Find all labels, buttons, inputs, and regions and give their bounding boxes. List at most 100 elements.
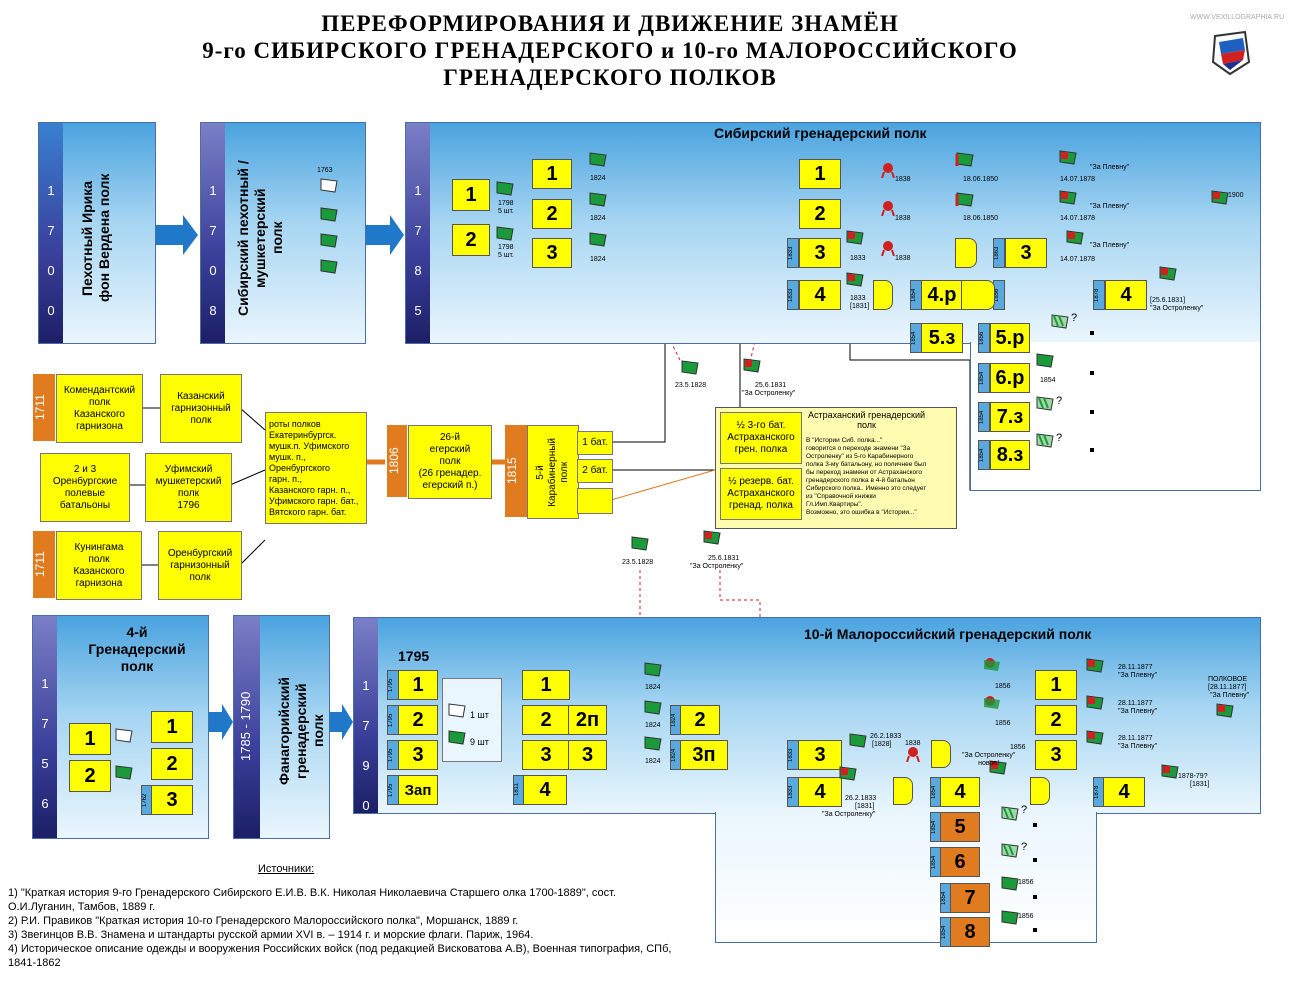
cross-flag-icon [989,760,1007,775]
sources-list: 1) "Краткая история 9-го Гренадерского С… [8,886,728,970]
cross-flag-icon [1161,764,1179,779]
battalion-box: 1 [1035,670,1077,700]
date-label: 1833 [850,255,866,262]
panel-title: 10-й Малороссийский гренадерский полк [804,626,1092,642]
battalion-box: 3 [799,238,841,268]
date-label: 1798 [498,200,514,207]
green-flag-icon [320,207,338,222]
date-label: 1824 [645,684,661,691]
year-strip: 1 7 0 0 [39,123,63,343]
green-flag-icon [115,765,133,780]
award-ribbon-icon [906,747,920,762]
year-digit: 9 [362,758,370,773]
battalion-box: 2 [1035,705,1077,735]
award-label: "За Остроленку" новое! [962,752,1016,767]
green-flag-icon [644,700,662,715]
cross-flag-icon [1216,703,1234,718]
battalion-marker [873,280,893,310]
green-flag-icon [955,152,974,167]
battalion-marker [955,238,977,268]
award-label: "За Плевну" [1210,692,1250,699]
year-digit: 0 [47,303,55,318]
regiment-box: роты полков Екатеринбургск. мушк.п. Уфим… [265,412,367,524]
year-digit: 5 [414,303,422,318]
striped-flag-icon [1001,806,1019,821]
date-label: [1831] [855,803,875,810]
battalion-box: 5 [940,812,980,842]
battalion-box: 2п [568,705,607,735]
year-digit: 7 [209,223,217,238]
cross-flag-icon [1059,150,1077,165]
striped-flag-icon [1001,843,1019,858]
date-label: 1854 [1040,377,1056,384]
astrakhan-note: В "Истории Сиб. полка..." говорится о пе… [806,437,927,516]
regiment-box: Оренбургский гарнизонный полк [158,531,242,600]
award-ribbon-icon [881,241,895,256]
battalion-box: 1 бат. [577,431,613,455]
regiment-box: 26-й егерский полк (26 гренадер. егерски… [408,425,492,499]
question-mark: ? [1021,804,1028,816]
battalion-box: 3 [568,740,607,770]
battalion-box: 3 [532,238,572,268]
panel-sib-musk: 1 7 0 8 Сибирский пехотный / мушкетерски… [200,122,366,344]
date-label: 1824 [590,215,606,222]
battalion-box: 7.з [990,402,1030,432]
battalion-box: 2 [69,760,111,792]
battalion-box: 8 [950,917,990,947]
battalion-box: 4 [1103,777,1145,807]
green-flag-icon [320,233,338,248]
panel-title: Сибирский гренадерский полк [714,125,927,141]
arrow-1756-1785 [207,704,233,740]
award-ribbon-icon [984,696,1000,709]
battalion-box: 1 [398,670,438,700]
battalion-box: 3 [798,740,842,770]
award-label: "За Плевну" [1090,203,1130,210]
battalion-box: 1 [69,723,111,755]
battalion-box: 4 [523,775,567,805]
source-item: О.И.Луганин, Тамбов, 1889 г. [8,901,156,913]
year-digit: 0 [47,263,55,278]
flag-date: 1763 [317,167,333,174]
battalion-box: 4 [940,777,980,807]
question-mark: ? [1056,395,1063,407]
title-line-3: ГРЕНАДЕРСКОГО ПОЛКОВ [443,65,777,90]
cross-flag-icon [846,230,864,245]
cross-flag-icon [743,358,761,373]
arrow-1700-1708 [153,215,198,255]
battalion-box: 2 [532,199,572,229]
award-label: ПОЛКОВОЕ [1208,676,1247,683]
date-label: 1824 [645,722,661,729]
regiment-box: Кунингама полк Казанского гарнизона [56,531,142,600]
year-digit: 7 [414,223,422,238]
battalion-box: Зап [398,775,438,805]
green-flag-icon [448,730,466,745]
year-strip: 1 7 0 8 [201,123,225,343]
page-title: ПЕРЕФОРМИРОВАНИЯ И ДВИЖЕНИЕ ЗНАМЁН 9-го … [160,10,1060,91]
date-label: 1856 [1018,879,1034,886]
battalion-box: 3 [151,785,193,815]
white-flag-icon [320,178,338,193]
source-item: 4) Историческое описание одежды и вооруж… [8,943,672,955]
green-flag-icon [496,226,514,241]
date-label: 26.2.1833 [870,733,902,740]
date-label: 1838 [895,176,911,183]
date-label: 18.06.1850 [963,176,999,183]
year-digit: 0 [362,798,370,813]
date-label: 1878-79? [1178,773,1208,780]
award-label: "За Плевну" [1090,164,1130,171]
question-mark: ? [1056,432,1063,444]
battalion-box: 2 [799,199,841,229]
arrow-1708-1785 [364,215,404,255]
count-label: 9 шт [470,737,489,747]
title-line-2: 9-го СИБИРСКОГО ГРЕНАДЕРСКОГО и 10-го МА… [202,38,1018,63]
white-flag-icon [448,703,466,718]
year-digit: 8 [209,303,217,318]
year-digit: 1 [47,183,55,198]
green-flag-icon [320,259,338,274]
green-flag-icon [496,181,514,196]
flags-group [442,678,502,762]
green-flag-icon [631,536,649,551]
cross-flag-icon [1086,730,1104,745]
date-label: 1824 [590,175,606,182]
date-label: [1828] [872,741,892,748]
